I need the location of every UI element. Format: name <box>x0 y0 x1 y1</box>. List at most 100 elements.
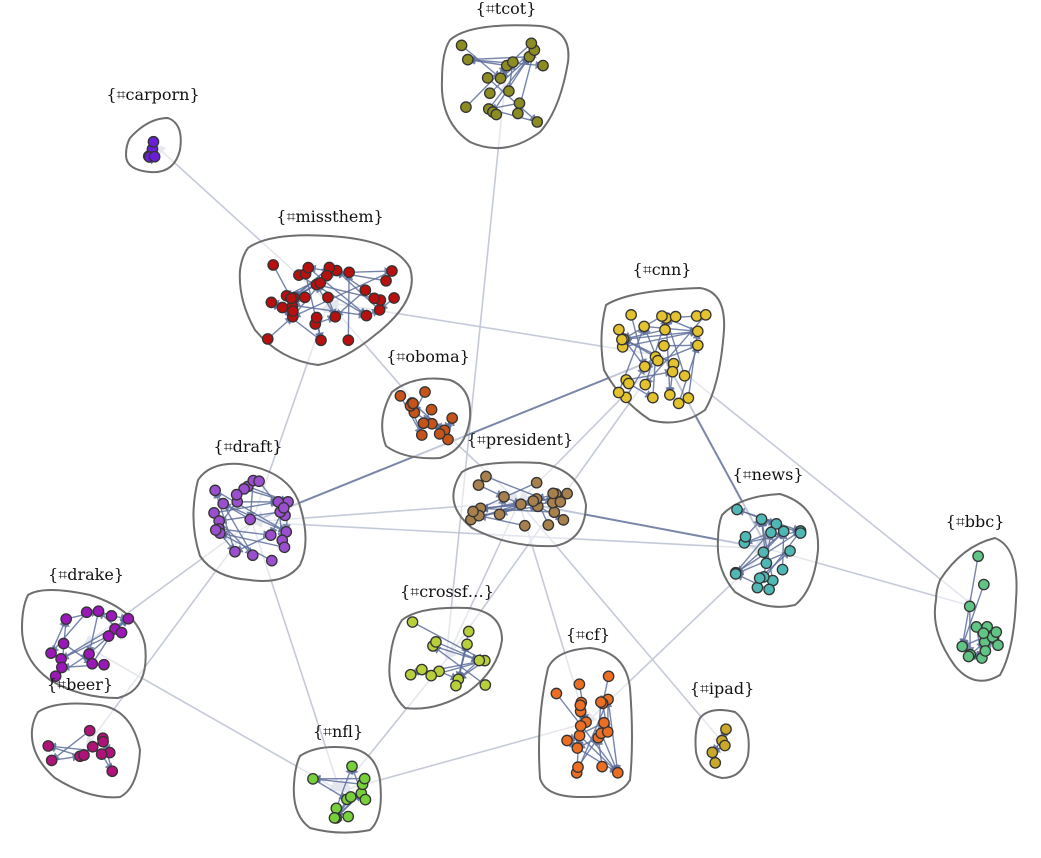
node-president[interactable] <box>554 496 567 508</box>
node-cf[interactable] <box>574 720 587 732</box>
node-draft[interactable] <box>209 524 222 536</box>
node-drake[interactable] <box>92 605 105 618</box>
node-missthem[interactable] <box>265 296 278 309</box>
node-news[interactable] <box>729 568 742 580</box>
node-draft[interactable] <box>265 554 278 567</box>
node-draft[interactable] <box>229 545 241 558</box>
node-news[interactable] <box>739 530 752 543</box>
node-news[interactable] <box>765 526 777 539</box>
node-ipad[interactable] <box>709 756 722 769</box>
node-draft[interactable] <box>244 513 257 526</box>
node-news[interactable] <box>770 518 783 530</box>
node-president[interactable] <box>527 495 540 507</box>
node-news[interactable] <box>794 527 807 539</box>
node-bbc[interactable] <box>977 578 990 591</box>
node-nfl[interactable] <box>359 793 372 806</box>
node-drake[interactable] <box>122 612 135 625</box>
node-crossf[interactable] <box>430 636 442 648</box>
node-president[interactable] <box>515 498 527 511</box>
node-cf[interactable] <box>611 766 624 779</box>
node-president[interactable] <box>547 487 559 500</box>
node-oboma[interactable] <box>425 403 438 416</box>
node-nfl[interactable] <box>307 772 319 785</box>
node-oboma[interactable] <box>415 429 428 441</box>
node-news[interactable] <box>784 545 796 557</box>
node-missthem[interactable] <box>314 277 327 289</box>
node-news[interactable] <box>776 563 789 576</box>
node-crossf[interactable] <box>462 625 475 638</box>
node-cnn[interactable] <box>638 320 650 333</box>
cluster-hull-nfl[interactable] <box>292 746 382 834</box>
node-missthem[interactable] <box>287 305 299 317</box>
node-drake[interactable] <box>115 626 128 639</box>
node-cf[interactable] <box>595 696 607 708</box>
node-cf[interactable] <box>571 742 584 754</box>
node-president[interactable] <box>480 470 492 483</box>
node-missthem[interactable] <box>320 269 333 282</box>
node-beer[interactable] <box>42 740 55 752</box>
node-carporn[interactable] <box>147 135 160 148</box>
node-news[interactable] <box>755 513 768 526</box>
node-missthem[interactable] <box>360 309 373 322</box>
node-missthem[interactable] <box>299 291 311 304</box>
node-cnn[interactable] <box>691 339 704 352</box>
node-president[interactable] <box>467 505 479 518</box>
node-bbc[interactable] <box>956 640 969 653</box>
node-crossf[interactable] <box>473 654 486 667</box>
node-cnn[interactable] <box>669 310 682 323</box>
node-nfl[interactable] <box>344 791 357 803</box>
node-drake[interactable] <box>83 648 95 660</box>
node-president[interactable] <box>548 506 561 519</box>
node-beer[interactable] <box>83 724 96 737</box>
node-beer[interactable] <box>106 765 119 778</box>
node-cf[interactable] <box>550 687 563 700</box>
node-bbc[interactable] <box>972 550 984 563</box>
node-cnn[interactable] <box>664 389 676 401</box>
node-missthem[interactable] <box>267 259 280 271</box>
node-president[interactable] <box>518 519 531 532</box>
node-bbc[interactable] <box>979 645 992 657</box>
node-tcot[interactable] <box>502 85 515 97</box>
node-cf[interactable] <box>596 760 608 773</box>
node-oboma[interactable] <box>417 417 430 430</box>
node-bbc[interactable] <box>977 627 990 640</box>
node-cf[interactable] <box>602 670 615 683</box>
node-draft[interactable] <box>277 502 290 514</box>
node-tcot[interactable] <box>460 101 472 113</box>
node-beer[interactable] <box>78 749 90 761</box>
node-draft[interactable] <box>217 497 230 510</box>
node-draft[interactable] <box>208 507 220 519</box>
node-ipad[interactable] <box>719 739 731 752</box>
node-drake[interactable] <box>102 630 115 642</box>
node-drake[interactable] <box>80 606 93 619</box>
node-oboma[interactable] <box>442 433 454 446</box>
node-nfl[interactable] <box>346 760 358 773</box>
node-news[interactable] <box>731 503 743 516</box>
node-tcot[interactable] <box>507 56 519 68</box>
node-ipad[interactable] <box>720 723 732 736</box>
node-cf[interactable] <box>598 716 610 729</box>
node-tcot[interactable] <box>513 97 526 110</box>
node-draft[interactable] <box>278 541 291 554</box>
node-tcot[interactable] <box>512 107 524 120</box>
cluster-hull-cnn[interactable] <box>600 286 726 424</box>
node-missthem[interactable] <box>386 265 398 277</box>
node-tcot[interactable] <box>455 39 468 52</box>
node-president[interactable] <box>472 479 485 491</box>
node-news[interactable] <box>753 572 766 585</box>
node-cf[interactable] <box>573 729 586 742</box>
node-president[interactable] <box>530 476 543 489</box>
node-tcot[interactable] <box>494 72 507 85</box>
node-cf[interactable] <box>574 699 587 712</box>
node-cnn[interactable] <box>622 377 635 390</box>
node-oboma[interactable] <box>407 397 419 410</box>
node-news[interactable] <box>763 583 775 596</box>
node-cf[interactable] <box>572 761 584 773</box>
node-cnn[interactable] <box>613 323 625 336</box>
node-cnn[interactable] <box>616 333 628 346</box>
node-beer[interactable] <box>86 740 99 753</box>
node-bbc[interactable] <box>990 626 1003 638</box>
node-drake[interactable] <box>98 658 110 671</box>
node-cnn[interactable] <box>652 354 664 367</box>
node-crossf[interactable] <box>406 616 419 628</box>
